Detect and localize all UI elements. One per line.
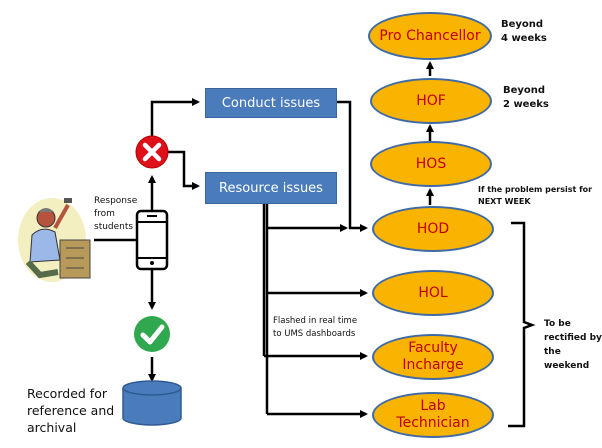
note-beyond-2-weeks: Beyond 2 weeks [503, 85, 549, 110]
response-label: Response from students [94, 196, 138, 232]
flash-label: Flashed in real time to UMS dashboards [273, 316, 358, 339]
record-label: Recorded for reference and archival [27, 386, 115, 435]
node-label: Lab Technician [396, 398, 470, 431]
bracket-label: To be rectified by the weekend [544, 319, 602, 371]
right-bracket [508, 221, 536, 428]
red-cross-icon [135, 135, 169, 169]
node-pro-chancellor[interactable]: Pro Chancellor [368, 12, 492, 60]
arrow-reject-to-resource [168, 150, 200, 190]
smartphone-icon [135, 209, 169, 271]
node-label: HOD [416, 220, 450, 237]
node-lab-technician[interactable]: Lab Technician [372, 392, 494, 438]
node-label: HOS [415, 155, 447, 172]
node-faculty-incharge[interactable]: Faculty Incharge [372, 334, 494, 380]
technician-illustration-icon [18, 198, 91, 282]
node-label: HOL [418, 284, 448, 301]
node-label: HOF [416, 92, 446, 109]
arrow-conduct-to-hod [335, 100, 368, 232]
node-label: Pro Chancellor [379, 27, 481, 44]
resource-issues-box[interactable]: Resource issues [205, 172, 337, 204]
node-hol[interactable]: HOL [372, 270, 494, 316]
green-check-icon [134, 316, 170, 352]
node-label: Faculty Incharge [402, 340, 464, 373]
node-hod[interactable]: HOD [372, 206, 494, 252]
note-next-week: If the problem persist for NEXT WEEK [478, 185, 593, 206]
database-cylinder-icon [122, 380, 182, 426]
conduct-issues-box[interactable]: Conduct issues [205, 88, 337, 118]
node-hof[interactable]: HOF [370, 78, 492, 124]
node-hos[interactable]: HOS [370, 141, 492, 187]
note-beyond-4-weeks: Beyond 4 weeks [501, 19, 547, 44]
arrow-reject-to-conduct [150, 98, 200, 137]
